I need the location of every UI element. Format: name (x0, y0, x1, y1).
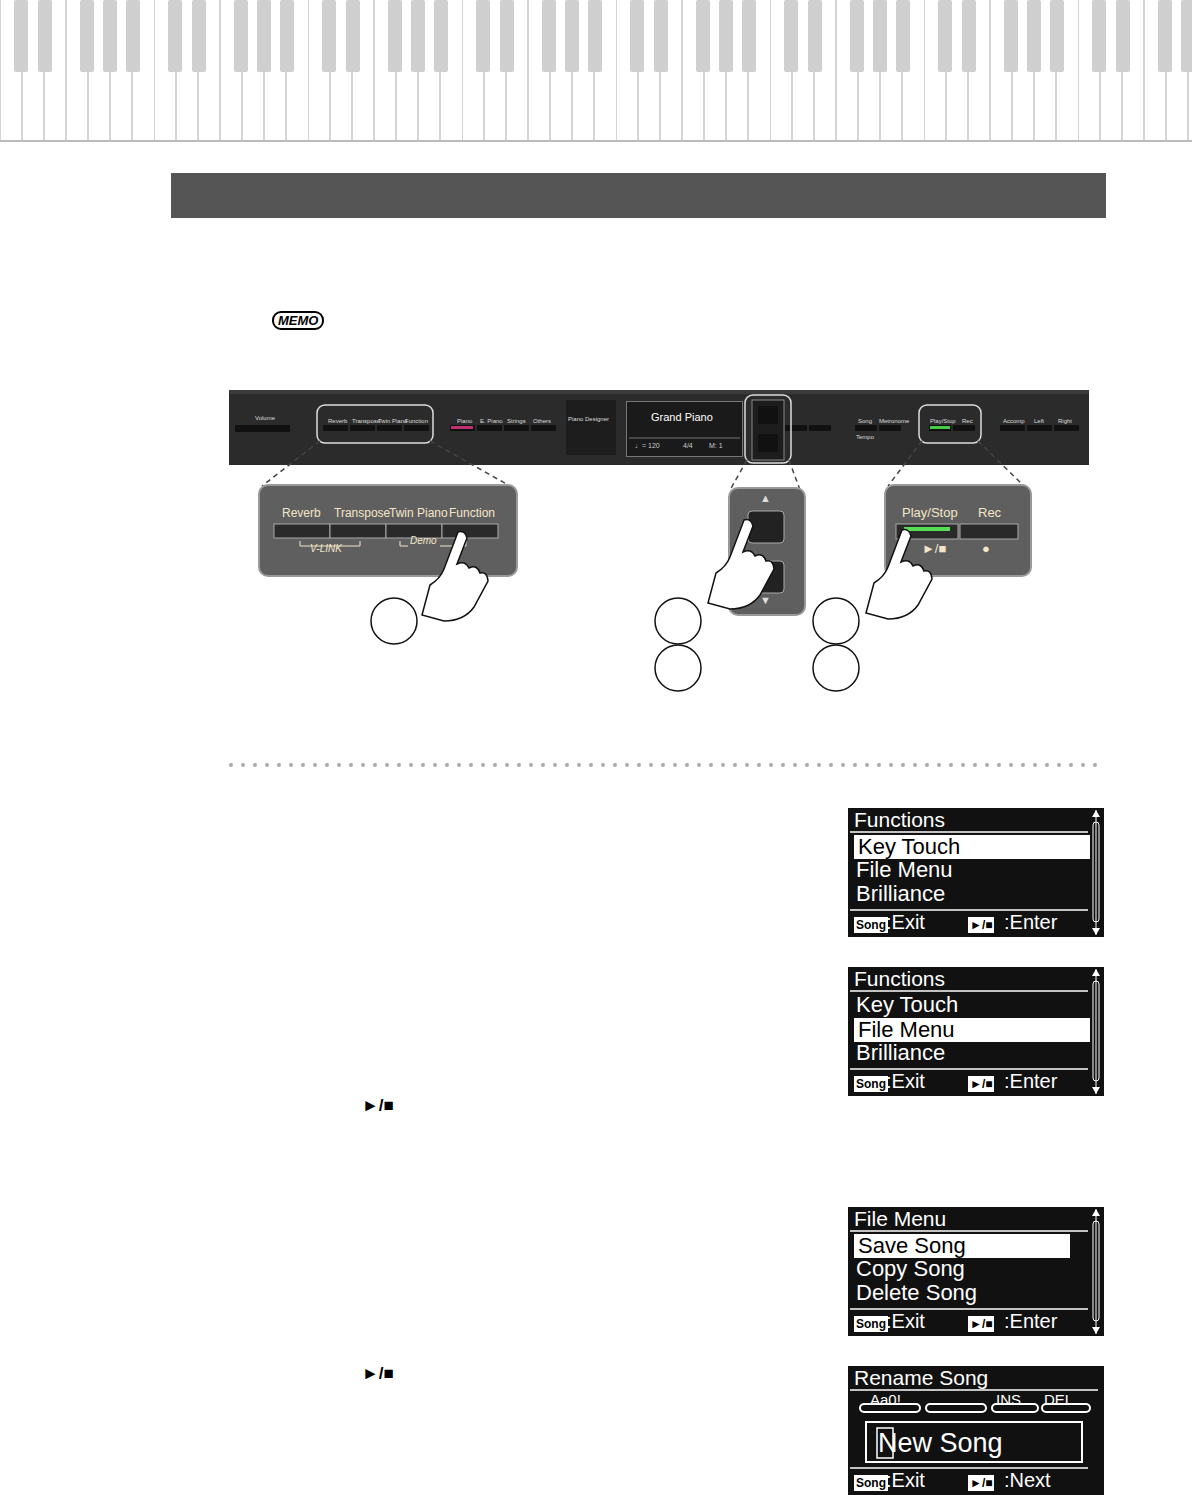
node-text: Song (854, 1316, 888, 1332)
panel-label: Play/Stop (930, 418, 956, 424)
node-text: Transpose (334, 507, 390, 519)
node-text: ♩= 120 (635, 442, 660, 449)
node-text: INS (996, 1392, 1021, 1407)
panel-label: Tempo (856, 434, 874, 440)
node-text: Save Song (854, 1234, 1070, 1258)
node-text: DEL (1044, 1392, 1073, 1407)
node-text: :Next (1004, 1470, 1051, 1490)
node-text: Twin Piano (389, 507, 448, 519)
panel-display: Grand Piano ♩= 120 4/4 M: 1 (626, 401, 743, 457)
node-text: ►/■ (968, 1316, 994, 1332)
panel-label: Metronome (879, 418, 909, 424)
node-text: :Exit (886, 1311, 925, 1331)
section-bar (171, 173, 1106, 218)
panel-strip (229, 390, 1089, 465)
lcd-screen: File MenuSave SongCopy SongDelete SongSo… (848, 1207, 1104, 1336)
node-text: ►/■ (968, 1475, 994, 1491)
node-text: Functions (854, 968, 945, 989)
node-text: File Menu (854, 1018, 1090, 1042)
node-text: File Menu (856, 859, 953, 881)
node-text: ►/■ (922, 542, 946, 555)
node-text: :Enter (1004, 1071, 1057, 1091)
zoom-panel: Play/Stop Rec ►/■ ● (884, 484, 1032, 577)
node-text: ▼ (760, 595, 771, 606)
node-text: Delete Song (856, 1282, 977, 1304)
button-symbol: ►/■ (362, 1097, 394, 1114)
node-text: :Exit (886, 1071, 925, 1091)
memo-badge: MEMO (272, 311, 324, 330)
node-text: ►/■ (968, 1076, 994, 1092)
node-decoration (260, 486, 516, 575)
node-text: Song (854, 1475, 888, 1491)
panel-label: Function (405, 418, 428, 424)
panel-label: E. Piano (480, 418, 503, 424)
node-text: Key Touch (854, 835, 1090, 859)
node-text: :Exit (886, 912, 925, 932)
panel-label: Rec (962, 418, 973, 424)
panel-label: Piano (457, 418, 472, 424)
panel-label: Right (1058, 418, 1072, 424)
panel-label: Reverb (328, 418, 347, 424)
panel-label: Transpose (352, 418, 380, 424)
lcd-screen: FunctionsKey TouchFile MenuBrillianceSon… (848, 967, 1104, 1096)
node-text: :Exit (886, 1470, 925, 1490)
node-text: Aa0! (870, 1392, 901, 1407)
panel-label: Left (1034, 418, 1044, 424)
panel-label: Twin Piano (378, 418, 407, 424)
button-symbol: ►/■ (362, 1365, 394, 1382)
lcd-screen: FunctionsKey TouchFile MenuBrillianceSon… (848, 808, 1104, 937)
node-text: :Enter (1004, 912, 1057, 932)
node-text: Function (449, 507, 495, 519)
panel-label: Song (858, 418, 872, 424)
node-text: Key Touch (856, 994, 958, 1016)
node-text: Song (854, 917, 888, 933)
node-text: 4/4 (683, 442, 693, 449)
zoom-panel: Reverb TransposeTwin PianoFunctionV-LINK D… (258, 484, 518, 577)
node-text: Rename Song (854, 1367, 988, 1388)
node-text: File Menu (854, 1208, 946, 1229)
node-text: Rec (978, 506, 1001, 519)
panel-label: Strings (507, 418, 526, 424)
node-text: V-LINK (310, 544, 342, 554)
node-text: Song (854, 1076, 888, 1092)
node-text: ● (982, 542, 990, 555)
node-text: ►/■ (968, 917, 994, 933)
panel-label: Accomp (1003, 418, 1025, 424)
node-text: Demo (410, 536, 437, 546)
zoom-panel: ▲▼ (728, 487, 806, 616)
keyboard-header (0, 0, 1192, 140)
panel-label: Others (533, 418, 551, 424)
panel-label: Piano Designer (568, 416, 609, 422)
node-text: Brilliance (856, 1042, 945, 1064)
node-decoration (886, 486, 1030, 575)
node-text: M: 1 (709, 442, 723, 449)
lcd-screen: Rename SongAa0! INS DEL New SongSong:Exit ►/… (848, 1366, 1104, 1495)
node-text: Grand Piano (651, 412, 713, 423)
panel-label: Volume (255, 415, 275, 421)
node-text: Copy Song (856, 1258, 965, 1280)
node-text: Functions (854, 809, 945, 830)
node-text: New Song (878, 1430, 1003, 1457)
node-text: Brilliance (856, 883, 945, 905)
node-text: ▲ (760, 493, 771, 504)
node-text: Play/Stop (902, 506, 958, 519)
node-text: Reverb (282, 507, 321, 519)
node-text: :Enter (1004, 1311, 1057, 1331)
